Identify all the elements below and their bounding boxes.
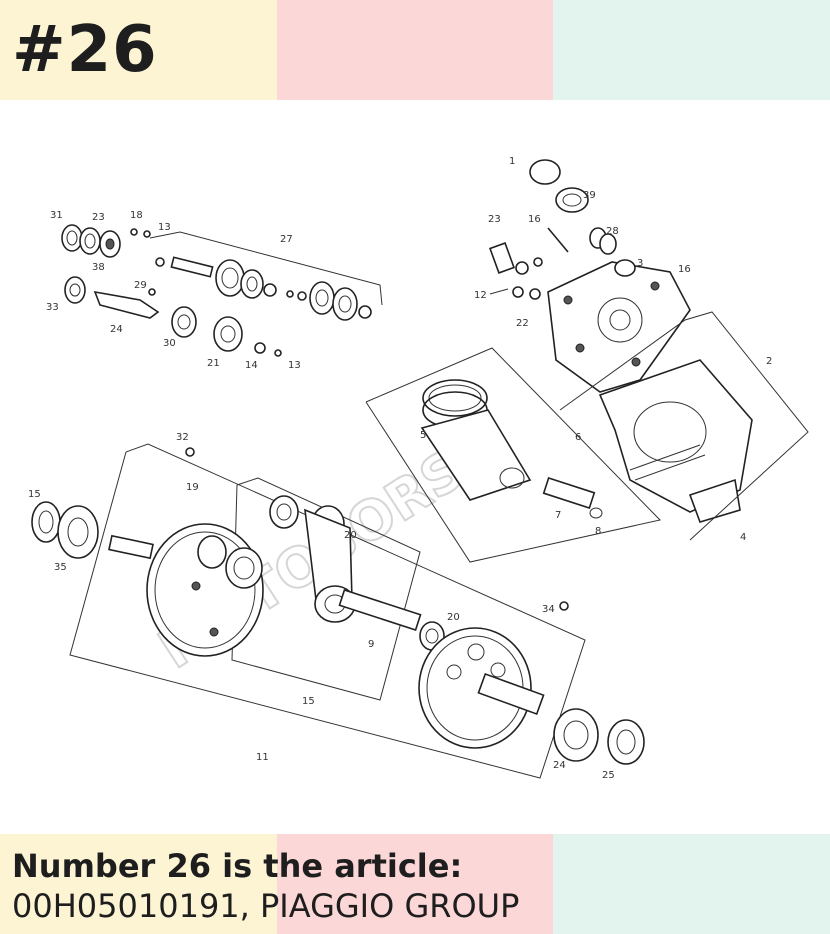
- piston-group: 5 6 7 8: [365, 347, 661, 563]
- callout: 19: [186, 482, 199, 493]
- bottom-color-band: [0, 834, 830, 934]
- callout: 13: [288, 360, 301, 371]
- callout: 4: [740, 532, 746, 543]
- callout: 33: [46, 302, 59, 313]
- callout: 15: [28, 489, 41, 500]
- callout: 18: [130, 210, 143, 221]
- callout: 24: [110, 324, 123, 335]
- callout: 16: [528, 214, 541, 225]
- callout: 34: [542, 604, 555, 615]
- callout: 1: [509, 156, 515, 167]
- callout: 23: [488, 214, 501, 225]
- callout: 23: [92, 212, 105, 223]
- callout: 21: [207, 358, 220, 369]
- callout: 35: [54, 562, 67, 573]
- callout: 9: [368, 639, 374, 650]
- callout: 20: [447, 612, 460, 623]
- callout: 28: [606, 226, 619, 237]
- top-color-band: [0, 0, 830, 100]
- callout: 8: [595, 526, 601, 537]
- callout: 25: [602, 770, 615, 781]
- caption-article-code: 00H05010191, PIAGGIO GROUP: [12, 887, 520, 925]
- callout: 15: [302, 696, 315, 707]
- callout: 6: [575, 432, 581, 443]
- callout: 39: [583, 190, 596, 201]
- callout: 30: [163, 338, 176, 349]
- callout: 22: [516, 318, 529, 329]
- callout: 11: [256, 752, 269, 763]
- callout: 20: [344, 530, 357, 541]
- exploded-parts-diagram: MOTOBORSE: [28, 156, 809, 781]
- callout: 12: [474, 290, 487, 301]
- callout: 16: [678, 264, 691, 275]
- crankshaft-group: 32 19 15 35 20 20 9 34 15 11 24 25: [28, 432, 645, 781]
- callout: 24: [553, 760, 566, 771]
- callout: 7: [555, 510, 561, 521]
- callout: 32: [176, 432, 189, 443]
- callout: 13: [158, 222, 171, 233]
- caption-heading: Number 26 is the article:: [12, 847, 463, 885]
- callout: 29: [134, 280, 147, 291]
- callout: 31: [50, 210, 63, 221]
- callout: 38: [92, 262, 105, 273]
- callout: 2: [766, 356, 772, 367]
- item-number-heading: #26: [12, 13, 158, 87]
- gear-shaft-group: 31 23 18 13 27 38 29 33 24 30 21 14 13: [46, 210, 383, 371]
- article-caption: Number 26 is the article: 00H05010191, P…: [12, 846, 519, 926]
- callout: 14: [245, 360, 258, 371]
- cylinder-head-group: 1 39 23 16 28 3 16 12 22 2 4: [474, 156, 809, 543]
- callout: 27: [280, 234, 293, 245]
- callout: 3: [637, 258, 643, 269]
- callout: 5: [420, 430, 426, 441]
